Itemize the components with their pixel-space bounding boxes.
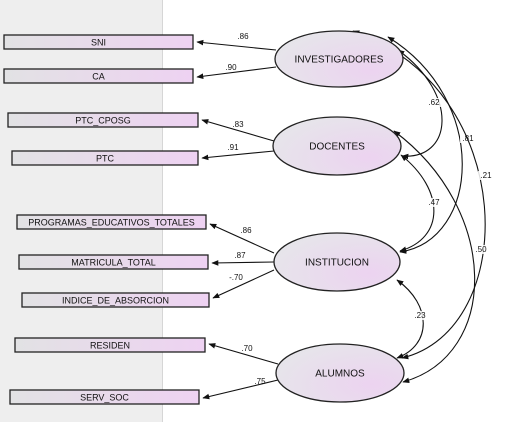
observed-box bbox=[18, 254, 209, 270]
loading-arrow bbox=[201, 150, 275, 161]
observed-residen[interactable]: RESIDEN bbox=[14, 337, 206, 353]
covariance-investigadores-docentes: .62 bbox=[397, 49, 443, 160]
observed-label: INDICE_DE_ABSORCION bbox=[62, 296, 169, 306]
observed-box bbox=[7, 112, 199, 128]
observed-box bbox=[14, 337, 206, 353]
covariance-label-bg bbox=[426, 198, 442, 207]
loading-value: .86 bbox=[237, 32, 249, 41]
covariance-investigadores-alumnos: .21 bbox=[352, 30, 494, 360]
latent-label: ALUMNOS bbox=[315, 369, 365, 380]
covariance-curve bbox=[387, 36, 463, 254]
latent-ellipse bbox=[275, 343, 405, 403]
loading-arrow bbox=[211, 260, 275, 266]
observed-matricula[interactable]: MATRICULA_TOTAL bbox=[18, 254, 209, 270]
loading-alumnos-serv_soc: .75 bbox=[202, 377, 279, 400]
observed-programas[interactable]: PROGRAMAS_EDUCATIVOS_TOTALES bbox=[16, 214, 207, 230]
covariance-docentes-alumnos: .50 bbox=[393, 130, 489, 383]
covariance-label-bg bbox=[478, 171, 494, 180]
covariance-value: .21 bbox=[480, 171, 492, 180]
covariance-label-bg bbox=[426, 98, 442, 107]
loading-arrow bbox=[212, 269, 275, 299]
observed-label: PTC_CPOSG bbox=[75, 116, 131, 126]
latent-ellipse bbox=[272, 116, 402, 176]
covariance-value: .62 bbox=[428, 98, 440, 107]
covariance-label-bg bbox=[473, 245, 489, 254]
observed-box bbox=[3, 68, 194, 84]
latent-docentes[interactable]: DOCENTES bbox=[272, 116, 402, 176]
loading-investigadores-sni: .86 bbox=[196, 32, 277, 51]
loading-alumnos-residen: .70 bbox=[208, 343, 279, 365]
covariance-label-bg bbox=[412, 311, 428, 320]
latent-ellipse bbox=[273, 232, 401, 292]
covariance-institucion-alumnos: .23 bbox=[396, 279, 428, 359]
covariance-value: .50 bbox=[475, 245, 487, 254]
loading-value: .91 bbox=[227, 143, 239, 152]
covariance-curve bbox=[397, 49, 443, 160]
observed-label: PROGRAMAS_EDUCATIVOS_TOTALES bbox=[28, 218, 195, 228]
covariance-curve bbox=[393, 130, 476, 383]
latent-ellipse bbox=[274, 30, 404, 88]
covariance-curve bbox=[399, 154, 435, 252]
observed-label: CA bbox=[92, 72, 105, 82]
covariance-value: .47 bbox=[428, 198, 440, 207]
observed-ptc_cposg[interactable]: PTC_CPOSG bbox=[7, 112, 199, 128]
covariance-curve bbox=[396, 279, 424, 359]
loading-institucion-matricula: .87 bbox=[211, 251, 275, 266]
loading-arrow bbox=[196, 39, 277, 51]
latent-investigadores[interactable]: INVESTIGADORES bbox=[274, 30, 404, 88]
loading-investigadores-ca: .90 bbox=[196, 63, 277, 79]
loading-value: .83 bbox=[232, 120, 244, 129]
observed-label: RESIDEN bbox=[90, 341, 130, 351]
loading-value: .70 bbox=[241, 344, 253, 353]
loading-docentes-ptc_cposg: .83 bbox=[201, 119, 275, 142]
latent-label: DOCENTES bbox=[309, 142, 365, 153]
observed-box bbox=[11, 150, 199, 166]
loading-value: .87 bbox=[234, 251, 246, 260]
loading-arrow bbox=[202, 379, 279, 400]
observed-label: SNI bbox=[91, 38, 106, 48]
observed-label: PTC bbox=[96, 154, 115, 164]
latent-label: INSTITUCION bbox=[305, 258, 369, 269]
observed-box bbox=[3, 34, 194, 50]
covariance-value: .81 bbox=[462, 134, 474, 143]
observed-indice[interactable]: INDICE_DE_ABSORCION bbox=[21, 292, 210, 308]
loading-arrow bbox=[201, 119, 275, 142]
latent-institucion[interactable]: INSTITUCION bbox=[273, 232, 401, 292]
observed-box bbox=[21, 292, 210, 308]
observed-box bbox=[16, 214, 207, 230]
covariance-curve bbox=[352, 30, 486, 360]
observed-label: MATRICULA_TOTAL bbox=[71, 258, 156, 268]
loading-arrow bbox=[208, 343, 279, 365]
loading-arrow bbox=[196, 66, 277, 79]
loading-value: .90 bbox=[225, 63, 237, 72]
observed-serv_soc[interactable]: SERV_SOC bbox=[9, 389, 200, 405]
observed-sni[interactable]: SNI bbox=[3, 34, 194, 50]
loading-value: .86 bbox=[240, 226, 252, 235]
observed-box bbox=[9, 389, 200, 405]
observed-ca[interactable]: CA bbox=[3, 68, 194, 84]
loading-value: -.70 bbox=[229, 273, 243, 282]
latent-label: INVESTIGADORES bbox=[295, 55, 384, 66]
observed-ptc[interactable]: PTC bbox=[11, 150, 199, 166]
covariance-value: .23 bbox=[414, 311, 426, 320]
latent-alumnos[interactable]: ALUMNOS bbox=[275, 343, 405, 403]
loading-arrow bbox=[209, 223, 275, 254]
loading-institucion-indice: -.70 bbox=[212, 269, 275, 299]
observed-label: SERV_SOC bbox=[80, 393, 129, 403]
loading-value: .75 bbox=[254, 377, 266, 386]
covariance-docentes-institucion: .47 bbox=[399, 154, 442, 252]
loading-institucion-programas: .86 bbox=[209, 223, 275, 254]
loading-docentes-ptc: .91 bbox=[201, 143, 275, 161]
